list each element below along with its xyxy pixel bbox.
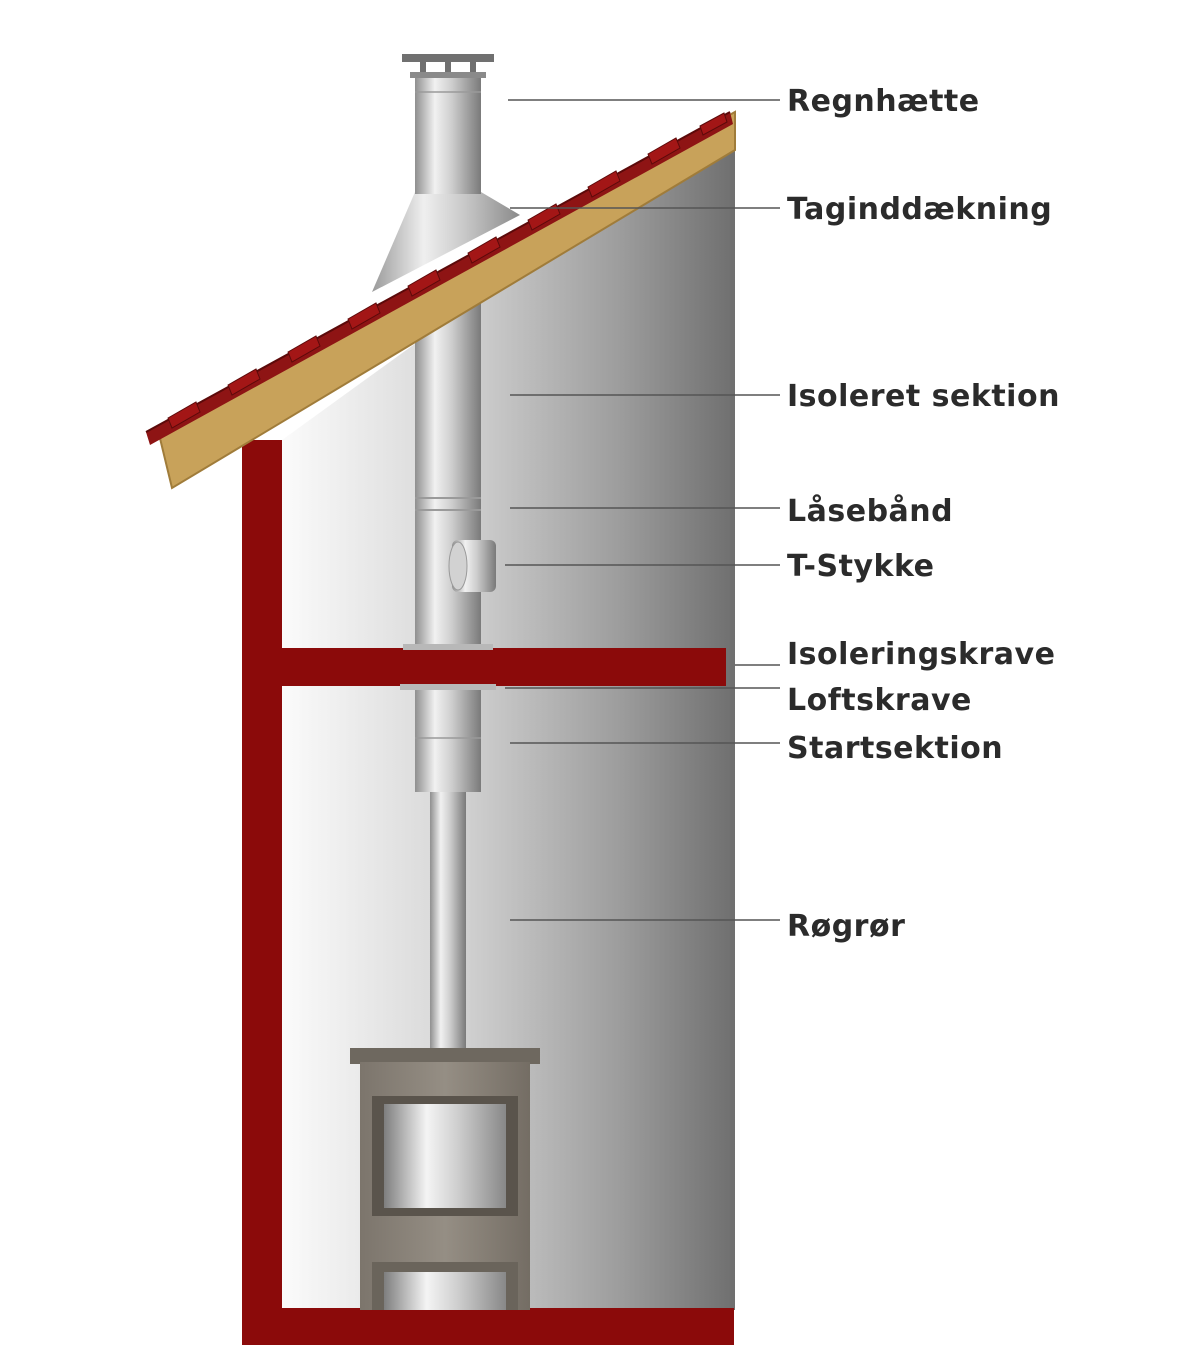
label-loftskrave: Loftskrave [787, 683, 972, 718]
label-isoleret-sektion: Isoleret sektion [787, 379, 1060, 414]
label-isoleringskrave: Isoleringskrave [787, 637, 1055, 672]
label-rogror: Røgrør [787, 909, 905, 944]
roof-tiles [145, 111, 733, 445]
frame-left-wall [242, 440, 282, 1345]
upper-pipe [415, 74, 481, 194]
labels: Regnhætte Taginddækning Isoleret sektion… [787, 84, 1060, 944]
ceiling-beam [242, 648, 726, 686]
label-startsektion: Startsektion [787, 731, 1003, 766]
interior-wall [282, 112, 735, 1310]
leader-lines [505, 99, 780, 921]
label-t-stykke: T-Stykke [787, 549, 934, 584]
insulation-collar [403, 644, 493, 650]
smoke-pipe [430, 790, 466, 1052]
frame-floor [242, 1308, 734, 1345]
label-regnhaette: Regnhætte [787, 84, 980, 119]
stove-oven-drum [384, 1104, 506, 1208]
label-laseband: Låsebånd [787, 493, 953, 529]
t-piece [448, 540, 496, 592]
roof-flashing [372, 192, 520, 292]
label-taginddaekning: Taginddækning [787, 192, 1052, 227]
stove [350, 1048, 540, 1310]
rain-cap [402, 54, 494, 78]
ceiling-collar [400, 684, 496, 690]
